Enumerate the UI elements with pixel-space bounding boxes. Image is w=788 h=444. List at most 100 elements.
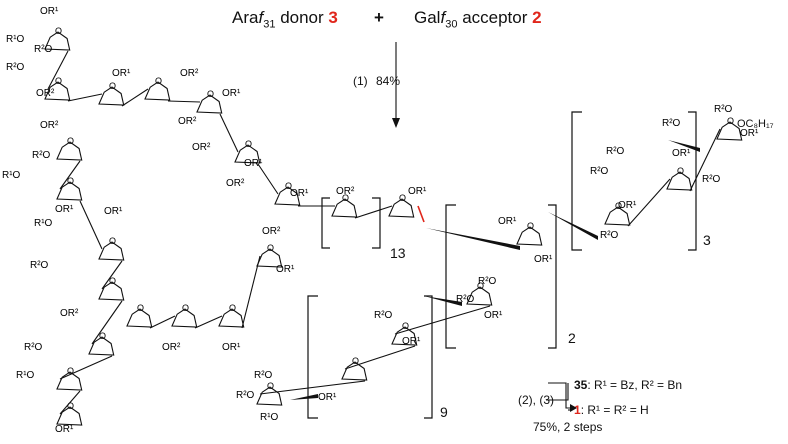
substituent-label: R²O <box>24 342 43 353</box>
substituent-label: R²O <box>32 150 51 161</box>
ring-oxygen-label: O <box>285 181 292 191</box>
wedge-bond-5 <box>290 394 318 400</box>
ring-oxygen-label: O <box>55 76 62 86</box>
glycosidic-bond <box>79 200 103 250</box>
substituent-label: R²O <box>478 276 497 287</box>
substituent-label: R²O <box>236 390 255 401</box>
ring-oxygen-label: O <box>109 276 116 286</box>
substituent-label: OR¹ <box>290 188 309 199</box>
repeat-count-galactan-bottom: 9 <box>440 404 448 420</box>
furanose-ring <box>341 361 368 381</box>
furanose-ring <box>98 86 125 106</box>
compound-35-line: 35: R¹ = Bz, R² = Bn <box>574 378 682 392</box>
furanose-ring <box>56 371 83 391</box>
acceptor-number: 2 <box>532 8 542 27</box>
furanose-ring <box>218 308 245 328</box>
substituent-label: OR¹ <box>672 148 691 159</box>
ring-oxygen-label: O <box>109 81 116 91</box>
furanose-ring <box>196 94 223 114</box>
furanose-ring <box>56 181 83 201</box>
acceptor-name-italic: f <box>440 8 446 27</box>
ring-oxygen-label: O <box>67 176 74 186</box>
furanose-ring <box>56 406 83 426</box>
glycosidic-bond <box>394 305 491 335</box>
wedge-bond-1 <box>426 228 520 250</box>
substituent-label: OR¹ <box>104 206 123 217</box>
acceptor-name-prefix: Gal <box>414 8 441 27</box>
step23-label: (2), (3) <box>518 393 554 407</box>
substituent-label: R²O <box>702 174 721 185</box>
octyl-label: OC₈H₁₇ <box>737 118 774 130</box>
ring-oxygen-label: O <box>399 193 406 203</box>
glycosidic-bond <box>167 100 201 103</box>
ring-oxygen-label: O <box>342 193 349 203</box>
substituent-label: R²O <box>30 260 49 271</box>
acceptor-name-sub: 30 <box>445 18 458 31</box>
donor-name-prefix: Ara <box>232 8 259 27</box>
substituent-label: OR² <box>180 68 199 79</box>
acceptor-label: Galf30 acceptor 2 <box>414 8 542 30</box>
substituent-label: OR² <box>226 178 245 189</box>
furanose-ring <box>98 241 125 261</box>
donor-word: donor <box>280 8 324 27</box>
substituent-label: OR¹ <box>55 424 74 435</box>
wedge-bond-2 <box>548 212 598 240</box>
substituent-label: OR² <box>192 142 211 153</box>
acceptor-word: acceptor <box>462 8 528 27</box>
substituent-label: R²O <box>662 118 681 129</box>
donor-number: 3 <box>328 8 338 27</box>
new-linkage-highlight <box>417 205 425 223</box>
ring-oxygen-label: O <box>527 221 534 231</box>
substituent-label: OR² <box>262 226 281 237</box>
substituent-label: R²O <box>254 370 273 381</box>
substituent-label: OR¹ <box>318 392 337 403</box>
ring-oxygen-label: O <box>99 331 106 341</box>
glycosidic-bond <box>194 315 223 329</box>
furanose-ring <box>274 186 301 206</box>
repeat-count-galactan-mid: 2 <box>568 330 576 346</box>
substituent-label: R²O <box>714 104 733 115</box>
furanose-ring <box>44 81 71 101</box>
arrow-step23-path <box>548 382 572 409</box>
glycosidic-bond <box>344 345 416 370</box>
glycosidic-bond <box>241 255 261 329</box>
substituent-label: OR¹ <box>40 6 59 17</box>
glycosidic-bond <box>91 300 123 345</box>
furanose-ring <box>171 308 198 328</box>
bracket-galactan-mid-left <box>445 204 456 349</box>
furanose-ring <box>666 171 693 191</box>
ring-oxygen-label: O <box>727 116 734 126</box>
substituent-label: R²O <box>590 166 609 177</box>
plus-sign: + <box>374 8 384 27</box>
substituent-label: R¹O <box>16 370 35 381</box>
substituent-label: OR² <box>60 308 79 319</box>
substituent-label: R²O <box>600 230 619 241</box>
compound-35-id: 35 <box>574 378 588 392</box>
furanose-ring <box>466 286 493 306</box>
ring-oxygen-label: O <box>67 401 74 411</box>
substituent-label: R²O <box>374 310 393 321</box>
donor-label: Araf31 donor 3 <box>232 8 338 30</box>
furanose-ring <box>331 198 358 218</box>
bracket-galactan-top-left <box>571 111 582 251</box>
furanose-ring <box>44 31 71 51</box>
substituent-label: OR¹ <box>276 264 295 275</box>
ring-oxygen-label: O <box>615 201 622 211</box>
ring-oxygen-label: O <box>402 321 409 331</box>
wedge-bond-4 <box>668 140 700 152</box>
furanose-ring <box>516 226 543 246</box>
ring-oxygen-label: O <box>207 89 214 99</box>
ring-oxygen-label: O <box>67 136 74 146</box>
furanose-ring <box>98 281 125 301</box>
glycosidic-bond <box>121 88 149 107</box>
glycosidic-bond <box>59 160 81 190</box>
repeat-count-galactan-top: 3 <box>703 232 711 248</box>
substituent-label: OR¹ <box>498 216 517 227</box>
ring-oxygen-label: O <box>477 281 484 291</box>
furanose-ring <box>716 121 743 141</box>
ring-oxygen-label: O <box>267 243 274 253</box>
ring-oxygen-label: O <box>109 236 116 246</box>
donor-name-sub: 31 <box>263 18 276 31</box>
ring-oxygen-label: O <box>55 26 62 36</box>
